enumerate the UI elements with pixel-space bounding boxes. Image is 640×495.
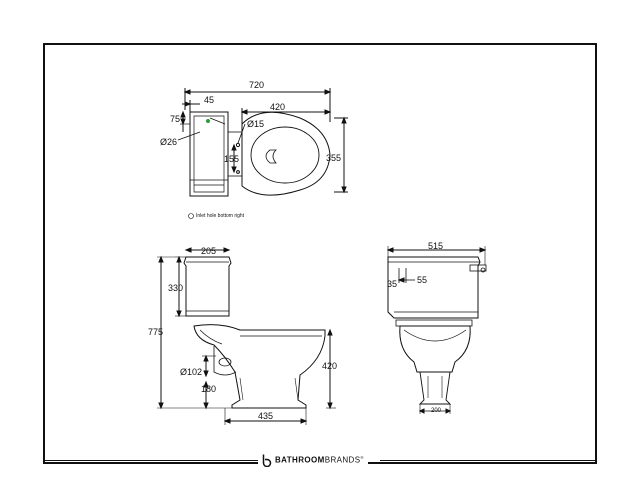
dim-side-pan-height: 420 xyxy=(322,361,338,371)
dim-side-cistern-height: 330 xyxy=(168,283,184,293)
dim-front-left: 35 xyxy=(387,279,398,289)
dim-depth: 355 xyxy=(326,153,342,163)
front-view xyxy=(386,246,487,414)
dim-overall-width: 720 xyxy=(249,80,265,90)
dim-side-outlet-diameter: Ø102 xyxy=(180,367,203,377)
brand-name-thin: BRANDS xyxy=(324,455,361,465)
dim-pan-width: 420 xyxy=(270,102,286,112)
brand-registered-mark: ® xyxy=(360,455,364,461)
footer-rule-right xyxy=(380,460,597,461)
dim-front-width: 515 xyxy=(428,241,444,251)
side-pan-outline xyxy=(193,324,326,409)
plan-view xyxy=(177,88,348,219)
dim-side-footprint: 435 xyxy=(258,411,274,421)
front-cistern-outline xyxy=(387,256,481,319)
dim-inlet-offset: 155 xyxy=(224,154,240,164)
brand-logo: BATHROOMBRANDS® xyxy=(258,452,368,468)
dim-cistern-offset: 45 xyxy=(204,95,215,105)
brand-footer: BATHROOMBRANDS® xyxy=(0,452,640,468)
dim-diameter-supply: Ø26 xyxy=(160,137,178,147)
front-bowl-outline xyxy=(399,325,471,373)
brand-b-icon xyxy=(262,454,272,467)
dim-side-cistern-depth: 205 xyxy=(201,246,217,256)
brand-name: BATHROOMBRANDS® xyxy=(275,455,364,465)
dim-side-outlet-height: 180 xyxy=(201,384,217,394)
plan-indicator-dot xyxy=(206,119,210,123)
footer-rule-left xyxy=(43,460,258,461)
dim-cistern-height: 75 xyxy=(170,114,181,124)
side-cistern-outline xyxy=(183,256,232,317)
inlet-note: Inlet hole bottom right xyxy=(196,213,245,219)
dim-diameter-overflow: Ø15 xyxy=(247,119,265,129)
dim-side-total-height: 775 xyxy=(148,327,164,337)
dim-front-base: 200 xyxy=(431,408,442,414)
plan-cistern-outline xyxy=(189,111,229,197)
side-view xyxy=(157,247,336,425)
dim-front-right: 55 xyxy=(417,275,428,285)
brand-name-bold: BATHROOM xyxy=(275,455,325,465)
